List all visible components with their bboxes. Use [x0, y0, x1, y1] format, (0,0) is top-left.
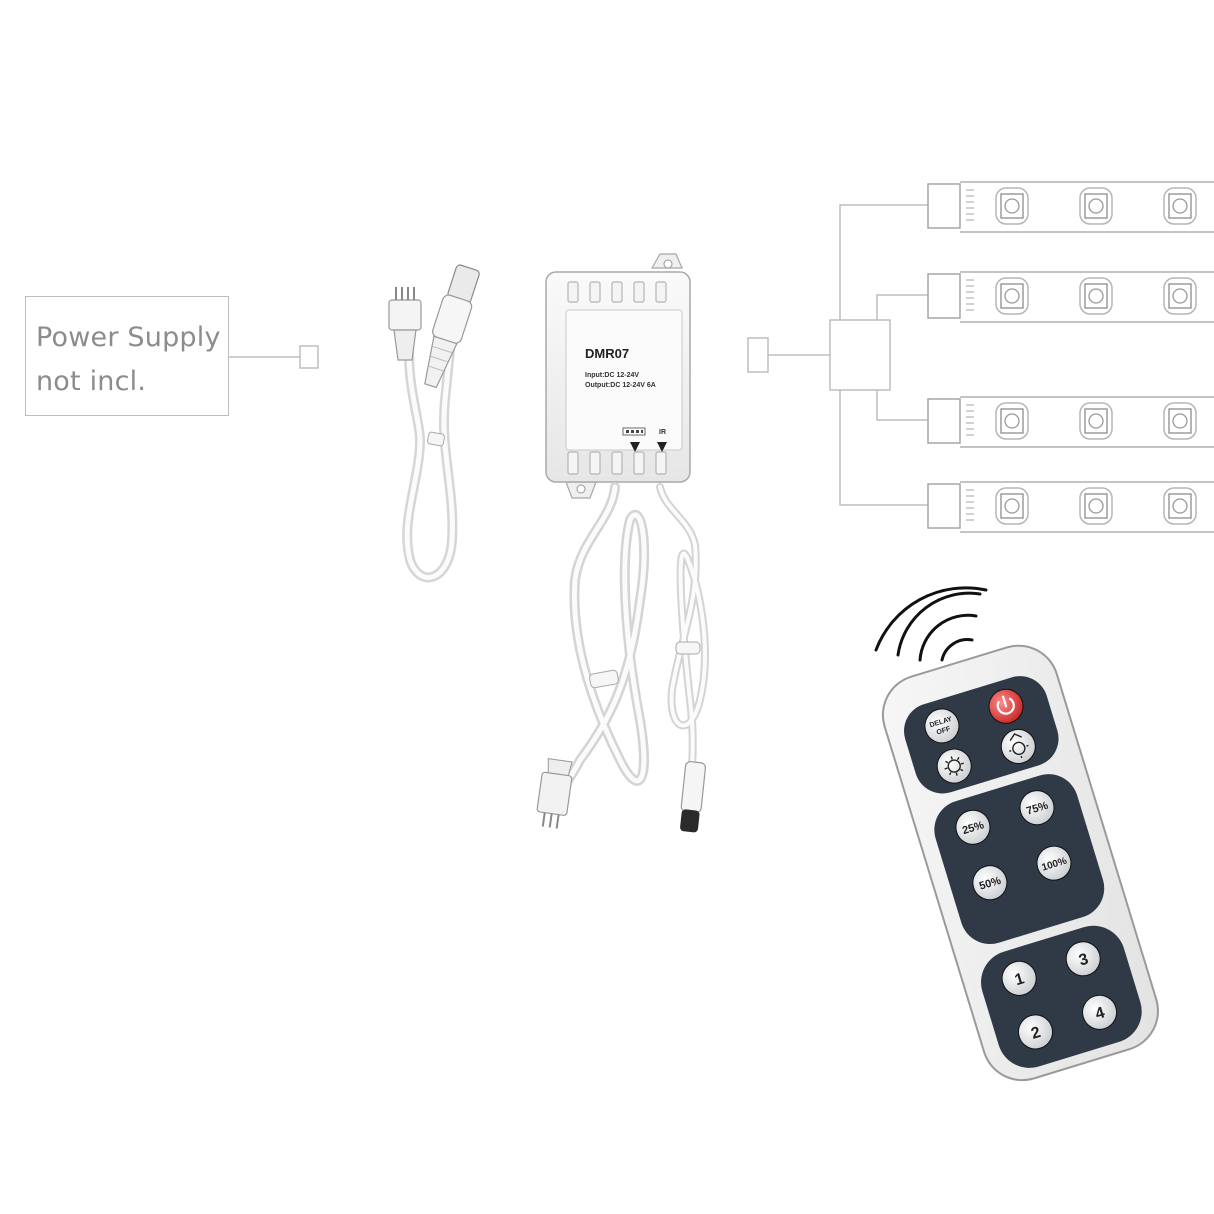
splitter-box	[829, 319, 891, 391]
four-pin-female-connector	[536, 758, 573, 829]
led-strip-3	[927, 396, 1214, 448]
power-supply-box: Power Supply not incl.	[25, 296, 229, 416]
power-button[interactable]	[985, 685, 1027, 727]
button-50[interactable]: 50%	[969, 861, 1011, 903]
delay-off-button[interactable]: DELAY OFF	[921, 705, 963, 747]
button-4[interactable]: 4	[1078, 991, 1120, 1033]
input-cable	[388, 264, 480, 583]
controller-output-spec: Output:DC 12-24V 6A	[585, 382, 656, 389]
power-supply-note: not incl.	[36, 366, 147, 397]
ir-receiver-cable	[656, 483, 709, 833]
brightness-down-icon	[944, 756, 964, 776]
power-supply-connection	[229, 345, 319, 369]
brightness-up-button[interactable]	[997, 725, 1039, 767]
ir-sensor-head	[680, 761, 707, 833]
dimmer-controller: DMR07 Input:DC 12-24V Output:DC 12-24V 6…	[545, 253, 691, 499]
ir-port-label: IR	[659, 429, 666, 436]
led-strip-4	[927, 481, 1214, 533]
output-cable	[536, 482, 650, 829]
button-75[interactable]: 75%	[1016, 786, 1058, 828]
brightness-up-icon	[1009, 733, 1029, 759]
button-2[interactable]: 2	[1014, 1011, 1056, 1053]
brightness-down-button[interactable]	[933, 745, 975, 787]
four-pin-connector	[388, 287, 422, 361]
led-strip-1	[927, 181, 1214, 233]
dc-barrel-connector	[424, 264, 480, 389]
controller-model-label: DMR07	[585, 346, 629, 361]
ir-port-marker	[657, 442, 667, 452]
button-100[interactable]: 100%	[1033, 842, 1075, 884]
led-strip-2	[927, 271, 1214, 323]
led-output-wiring	[747, 204, 928, 506]
controller-input-spec: Input:DC 12-24V	[585, 372, 639, 379]
remote-control: DELAY OFF	[881, 644, 1159, 1082]
signal-waves-icon	[874, 586, 988, 662]
button-1[interactable]: 1	[998, 957, 1040, 999]
button-25[interactable]: 25%	[952, 806, 994, 848]
button-3[interactable]: 3	[1062, 938, 1104, 980]
power-icon	[996, 695, 1015, 715]
delay-label-bottom: OFF	[936, 726, 952, 737]
power-supply-label: Power Supply	[36, 322, 221, 353]
led-port-marker	[622, 427, 646, 452]
